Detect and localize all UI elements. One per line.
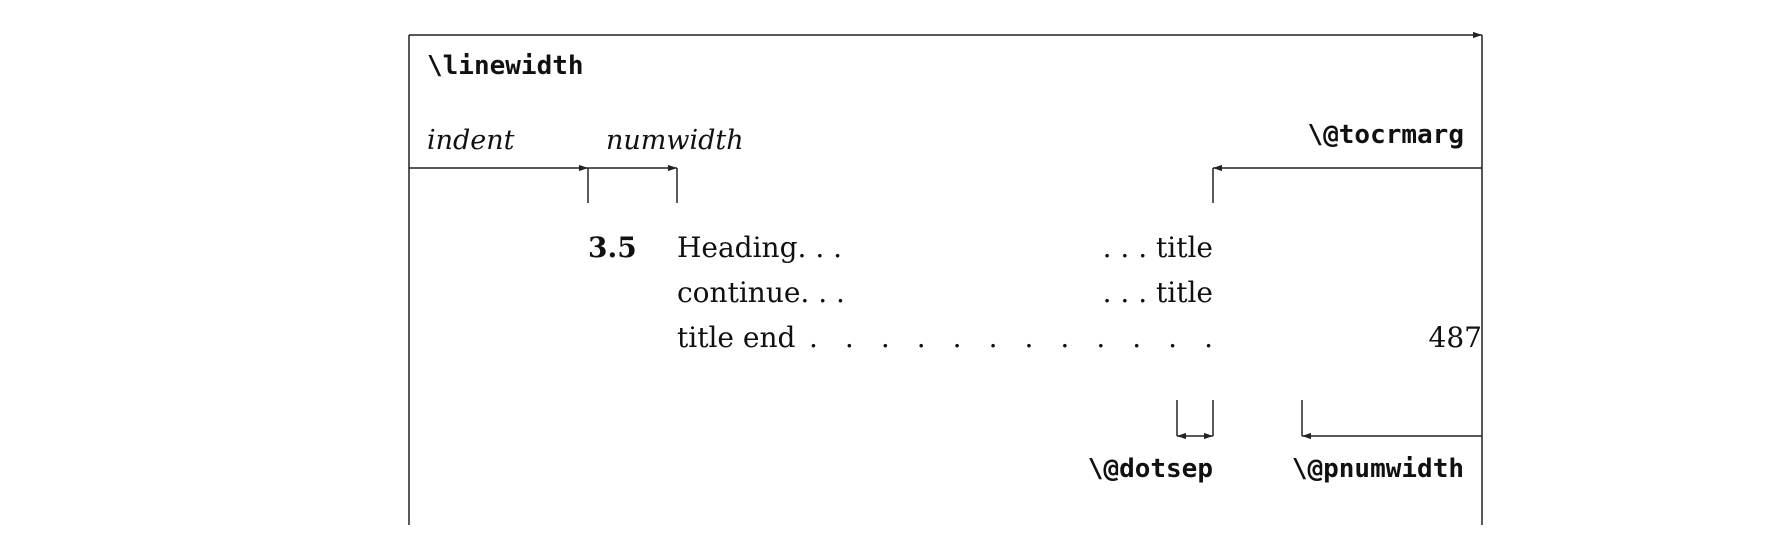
numwidth-label: numwidth: [606, 125, 744, 156]
page-number: 487: [1429, 321, 1482, 354]
entry-line1-right: . . . title: [1103, 231, 1213, 264]
entry-line2-left: continue. . .: [677, 276, 845, 309]
dotsep-label: \@dotsep: [1088, 454, 1213, 484]
section-number: 3.5: [588, 231, 637, 264]
entry-line1-left: Heading. . .: [677, 231, 842, 264]
entry-line2-right: . . . title: [1103, 276, 1213, 309]
indent-label: indent: [427, 125, 515, 156]
entry-line3-left: title end: [677, 321, 795, 354]
tocrmarg-label: \@tocrmarg: [1307, 120, 1464, 150]
pnumwidth-label: \@pnumwidth: [1292, 454, 1464, 484]
entry-line3-dots: . . . . . . . . . . . .: [809, 321, 1213, 354]
linewidth-label: \linewidth: [427, 51, 584, 81]
